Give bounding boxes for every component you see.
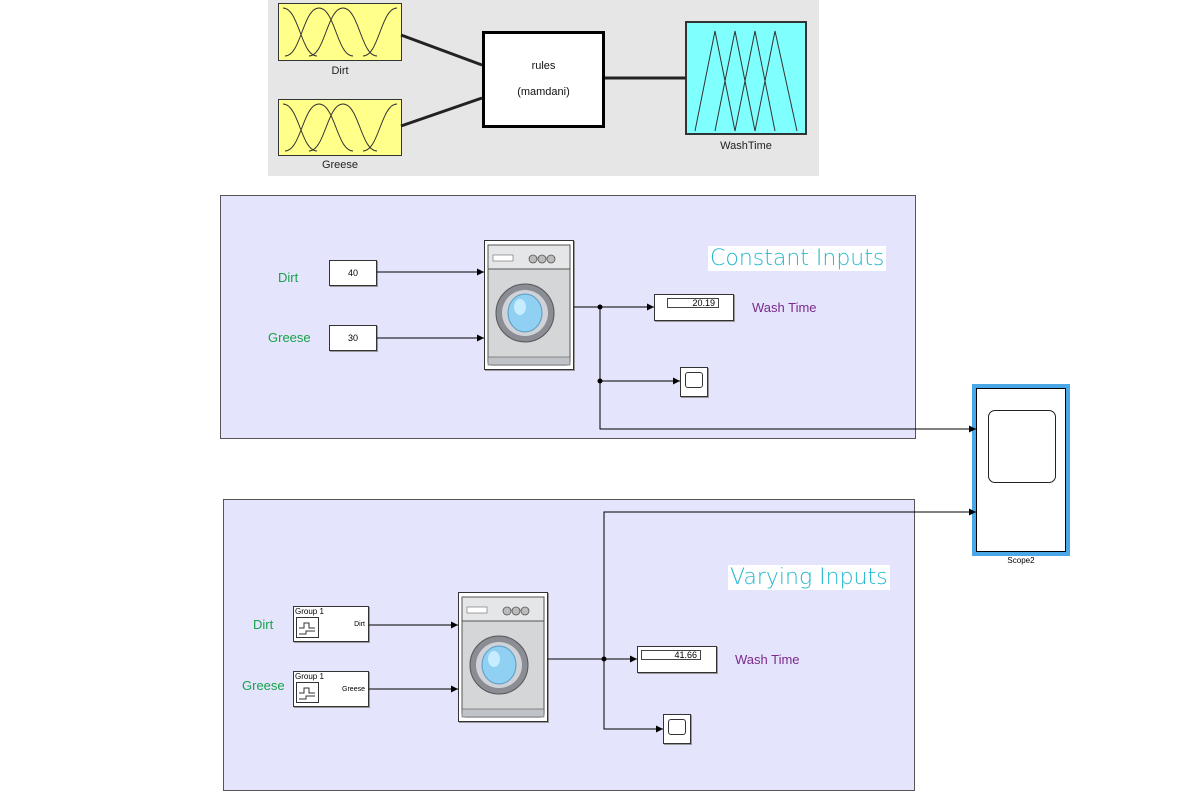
wash-time-display[interactable]: 20.19 <box>654 294 734 321</box>
signal-builder-icon <box>296 617 319 638</box>
constant-inputs-title: Constant Inputs <box>708 246 887 271</box>
greese-constant-block[interactable]: 30 <box>329 325 377 351</box>
signal-builder-icon <box>296 682 319 703</box>
dirt-signal-builder-block[interactable]: Group 1 Dirt <box>293 606 369 642</box>
wash-time-label: Wash Time <box>752 300 817 315</box>
greese-signal-builder-block[interactable]: Group 1 Greese <box>293 671 369 707</box>
greese-label: Greese <box>242 678 285 693</box>
branch-point <box>597 304 603 310</box>
port-label: Greese <box>342 686 365 693</box>
branch-point <box>597 378 603 384</box>
dirt-label: Dirt <box>278 270 299 285</box>
membership-function-icon <box>282 7 398 57</box>
group-label: Group 1 <box>295 607 324 616</box>
display-value: 41.66 <box>641 650 701 660</box>
washtime-output-block[interactable] <box>685 21 807 135</box>
branch-point <box>601 656 607 662</box>
scope2-label: Scope2 <box>1007 556 1035 565</box>
port-label: Dirt <box>354 621 365 628</box>
fuzzy-controller-block[interactable] <box>458 592 548 722</box>
dirt-input-block[interactable] <box>278 3 402 61</box>
scope-block[interactable] <box>680 367 708 397</box>
washing-machine-icon <box>487 244 571 366</box>
triangular-membership-icon <box>694 30 798 132</box>
display-value: 20.19 <box>667 298 719 308</box>
varying-inputs-title: Varying Inputs <box>728 565 890 590</box>
rules-block[interactable]: rules (mamdani) <box>482 31 605 128</box>
dirt-input-label: Dirt <box>331 65 349 77</box>
rules-type: (mamdani) <box>517 86 570 98</box>
wash-time-display[interactable]: 41.66 <box>637 646 717 673</box>
greese-input-label: Greese <box>321 159 359 171</box>
greese-input-block[interactable] <box>278 99 402 156</box>
greese-label: Greese <box>268 330 311 345</box>
wash-time-label: Wash Time <box>735 652 800 667</box>
fuzzy-controller-block[interactable] <box>484 240 574 370</box>
rules-title: rules <box>531 60 556 72</box>
scope2-block[interactable] <box>972 384 1070 556</box>
constant-wires <box>377 268 976 433</box>
scope-block[interactable] <box>663 714 691 744</box>
dirt-constant-block[interactable]: 40 <box>329 260 377 286</box>
dirt-label: Dirt <box>253 617 274 632</box>
scope-screen-icon <box>668 719 686 735</box>
fis-connections <box>400 33 685 128</box>
scope-screen-icon <box>988 410 1056 483</box>
varying-inputs-subsystem[interactable] <box>223 499 915 791</box>
group-label: Group 1 <box>295 672 324 681</box>
washing-machine-icon <box>461 596 545 718</box>
membership-function-icon <box>282 103 398 152</box>
varying-wires <box>369 508 976 733</box>
scope-screen-icon <box>685 372 703 388</box>
washtime-output-label: WashTime <box>720 140 772 152</box>
